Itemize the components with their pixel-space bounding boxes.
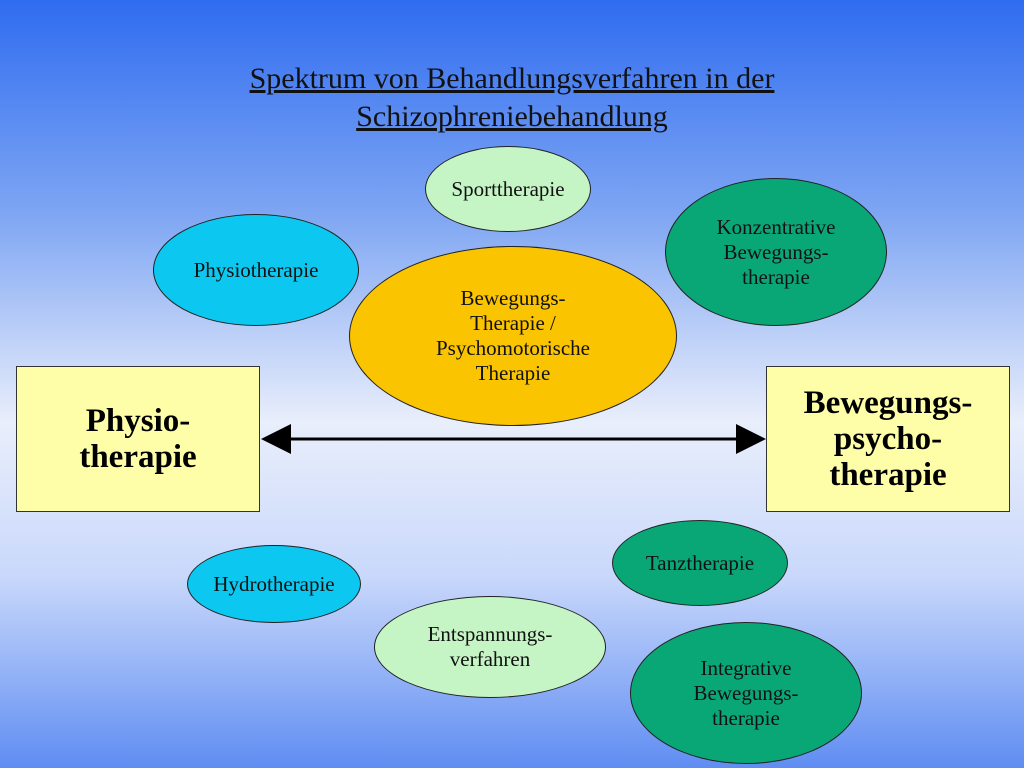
- title-line-1: Spektrum von Behandlungsverfahren in der: [249, 62, 775, 95]
- box-label: Bewegungs-: [803, 385, 973, 421]
- node-label: Therapie: [475, 361, 551, 385]
- node-hydrotherapie: Hydrotherapie: [187, 545, 361, 623]
- node-label: Therapie /: [470, 311, 556, 335]
- node-label: therapie: [742, 264, 810, 289]
- node-label: Konzentrative: [716, 214, 836, 239]
- node-label: Sporttherapie: [451, 176, 565, 201]
- title-line-2: Schizophreniebehandlung: [356, 100, 668, 133]
- box-label: therapie: [829, 457, 947, 493]
- node-label: Physiotherapie: [193, 257, 319, 282]
- box-label: Physio-: [85, 403, 191, 439]
- box-bewegungspsychotherapie: Bewegungs- psycho- therapie: [766, 366, 1010, 512]
- node-label: Hydrotherapie: [213, 571, 335, 596]
- node-label: Psychomotorische: [436, 336, 590, 360]
- box-physiotherapie: Physio- therapie: [16, 366, 260, 512]
- box-label: psycho-: [833, 421, 943, 457]
- node-label: Integrative: [700, 655, 792, 680]
- diagram-title: Spektrum von Behandlungsverfahren in der…: [0, 60, 1024, 136]
- node-entspannungsverfahren: Entspannungs- verfahren: [374, 596, 606, 698]
- node-label: verfahren: [449, 647, 531, 671]
- node-label: Bewegungs-: [460, 286, 566, 310]
- node-label: Entspannungs-: [427, 622, 553, 646]
- node-label: therapie: [712, 705, 780, 730]
- box-label: therapie: [79, 439, 197, 475]
- node-physiotherapie: Physiotherapie: [153, 214, 359, 326]
- node-label: Tanztherapie: [645, 550, 755, 575]
- node-sporttherapie: Sporttherapie: [425, 146, 591, 232]
- node-konzentrative-bewegungstherapie: Konzentrative Bewegungs- therapie: [665, 178, 887, 326]
- node-integrative-bewegungstherapie: Integrative Bewegungs- therapie: [630, 622, 862, 764]
- node-label: Bewegungs-: [723, 239, 829, 264]
- node-tanztherapie: Tanztherapie: [612, 520, 788, 606]
- node-label: Bewegungs-: [693, 680, 799, 705]
